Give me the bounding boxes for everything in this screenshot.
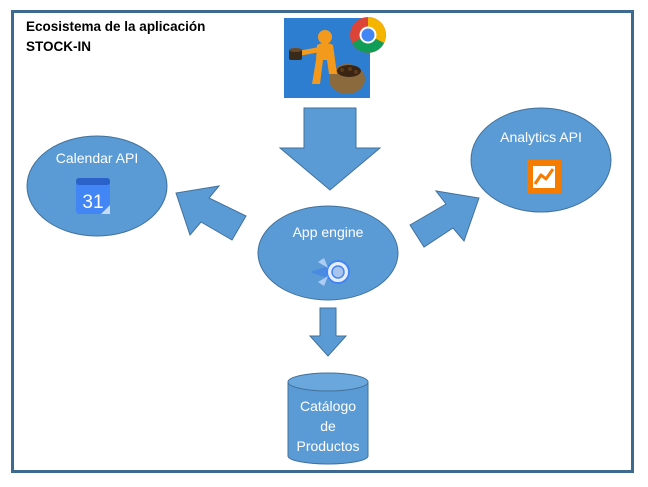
app-engine-label: App engine xyxy=(292,224,364,240)
title-line-1: Ecosistema de la aplicación xyxy=(26,19,206,34)
catalog-label: Catálogo de Productos xyxy=(296,396,359,456)
catalog-database-node xyxy=(287,372,369,465)
catalog-label-line-1: Catálogo xyxy=(299,398,357,414)
catalog-label-line-2: de xyxy=(320,418,336,434)
calendar-icon-text: 31 xyxy=(82,192,103,213)
analytics-icon xyxy=(527,160,561,194)
arrow-down-top xyxy=(278,107,382,191)
arrow-down-bottom xyxy=(308,307,348,357)
app-engine-icon xyxy=(310,258,350,286)
calendar-api-label: Calendar API xyxy=(55,150,139,166)
arrow-to-analytics xyxy=(409,190,480,248)
catalog-label-line-3: Productos xyxy=(296,438,360,454)
app-engine-node xyxy=(257,205,399,301)
title-line-2: STOCK-IN xyxy=(26,39,92,54)
analytics-api-label: Analytics API xyxy=(500,129,582,145)
diagram-title: Ecosistema de la aplicación STOCK-IN xyxy=(26,17,205,57)
calendar-icon: 31 xyxy=(76,178,110,214)
arrow-to-calendar xyxy=(175,185,247,241)
java-chrome-coffee-image xyxy=(284,17,386,98)
